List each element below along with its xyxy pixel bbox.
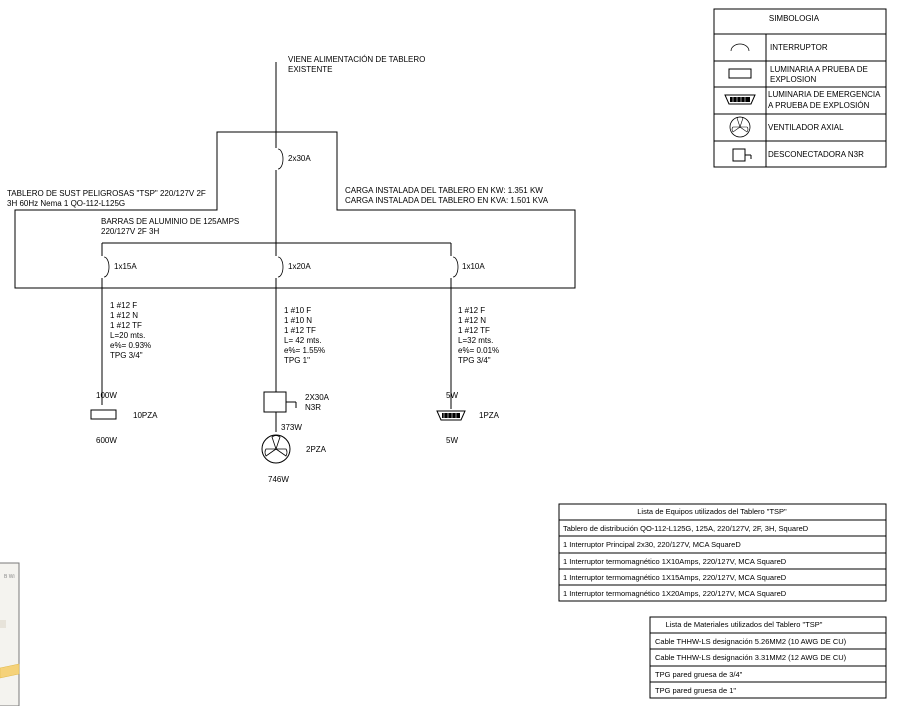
disconnect-icon <box>732 148 752 162</box>
breaker-icon <box>277 256 284 278</box>
legend-label: EXPLOSION <box>770 75 816 84</box>
materials-row: TPG pared gruesa de 3/4" <box>655 670 743 679</box>
circuit-breaker-label: 1x20A <box>288 262 311 271</box>
legend-label: VENTILADOR AXIAL <box>768 123 844 132</box>
svg-text:e%= 0.01%: e%= 0.01% <box>458 346 499 355</box>
breaker-icon <box>103 256 110 278</box>
bus-label: BARRAS DE ALUMINIO DE 125AMPS 220/127V 2… <box>101 217 239 236</box>
svg-text:TPG 3/4": TPG 3/4" <box>110 351 143 360</box>
emergency-luminaire-icon <box>436 410 466 421</box>
circuit-breaker-label: 1x10A <box>462 262 485 271</box>
equipment-row: Tablero de distribución QO-112-L125G, 12… <box>563 524 809 533</box>
svg-text:e%= 0.93%: e%= 0.93% <box>110 341 151 350</box>
fan-icon <box>729 116 751 138</box>
svg-text:L=32 mts.: L=32 mts. <box>458 336 493 345</box>
circuit-breaker-label: 1x15A <box>114 262 137 271</box>
circuit-2: 1x20A 1 #10 F 1 #10 N 1 #12 TF L= 42 mts… <box>261 256 330 484</box>
svg-text:1 #12 TF: 1 #12 TF <box>458 326 490 335</box>
luminaire-icon <box>90 409 117 420</box>
feed-label: VIENE ALIMENTACIÓN DE TABLERO EXISTENTE <box>288 55 425 74</box>
svg-text:3H 60Hz Nema 1 QO-112-L125G: 3H 60Hz Nema 1 QO-112-L125G <box>7 199 125 208</box>
svg-text:TPG 1": TPG 1" <box>284 356 310 365</box>
fan-icon <box>261 434 291 464</box>
svg-text:1 #10 N: 1 #10 N <box>284 316 312 325</box>
svg-text:L= 42 mts.: L= 42 mts. <box>284 336 322 345</box>
breaker-icon <box>730 43 750 52</box>
load-bottom-label: 746W <box>268 475 289 484</box>
materials-row: Cable THHW-LS designación 3.31MM2 (12 AW… <box>655 653 847 662</box>
load-top-label: 5W <box>446 391 458 400</box>
panel-title: TABLERO DE SUST PELIGROSAS "TSP" 220/127… <box>7 189 206 208</box>
equipment-row: 1 Interruptor termomagnético 1X20Amps, 2… <box>563 589 787 598</box>
svg-text:e%= 1.55%: e%= 1.55% <box>284 346 325 355</box>
legend-label: A PRUEBA DE EXPLOSIÓN <box>768 101 870 110</box>
load-top-label: 373W <box>281 423 302 432</box>
equipment-row: 1 Interruptor termomagnético 1X10Amps, 2… <box>563 557 787 566</box>
conductor-specs: 1 #12 F 1 #12 N 1 #12 TF L=32 mts. e%= 0… <box>458 306 499 365</box>
disconnect-icon <box>263 391 297 413</box>
svg-text:CARGA INSTALADA DEL TABLERO EN: CARGA INSTALADA DEL TABLERO EN KVA: 1.50… <box>345 196 549 205</box>
svg-text:BARRAS DE ALUMINIO DE 125AMPS: BARRAS DE ALUMINIO DE 125AMPS <box>101 217 239 226</box>
legend-table: SIMBOLOGIA INTERRUPTOR LUMINARIA A PRUEB… <box>713 8 887 168</box>
svg-text:VIENE ALIMENTACIÓN DE TABLERO: VIENE ALIMENTACIÓN DE TABLERO <box>288 55 425 64</box>
circuit-1: 1x15A 1 #12 F 1 #12 N 1 #12 TF L=20 mts.… <box>90 256 158 445</box>
svg-text:1 #12 F: 1 #12 F <box>110 301 137 310</box>
legend-title: SIMBOLOGIA <box>769 14 820 23</box>
conductor-specs: 1 #12 F 1 #12 N 1 #12 TF L=20 mts. e%= 0… <box>110 301 151 360</box>
svg-text:1 #12 TF: 1 #12 TF <box>110 321 142 330</box>
svg-text:CARGA INSTALADA DEL TABLERO EN: CARGA INSTALADA DEL TABLERO EN KW: 1.351… <box>345 186 543 195</box>
legend-label: INTERRUPTOR <box>770 43 828 52</box>
load-bottom-label: 600W <box>96 436 117 445</box>
equipment-table: Lista de Equipos utilizados del Tablero … <box>558 503 887 602</box>
legend-label: LUMINARIA A PRUEBA DE <box>770 65 868 74</box>
svg-text:1 #12 N: 1 #12 N <box>458 316 486 325</box>
circuit-3: 1x10A 1 #12 F 1 #12 N 1 #12 TF L=32 mts.… <box>436 256 500 445</box>
map-label: B Wi <box>4 574 15 580</box>
materials-row: Cable THHW-LS designación 5.26MM2 (10 AW… <box>655 637 847 646</box>
load-summary: CARGA INSTALADA DEL TABLERO EN KW: 1.351… <box>345 186 549 205</box>
equipment-title: Lista de Equipos utilizados del Tablero … <box>637 507 787 516</box>
quantity-label: 1PZA <box>479 411 500 420</box>
equipment-row: 1 Interruptor termomagnético 1X15Amps, 2… <box>563 573 787 582</box>
svg-text:TABLERO DE SUST PELIGROSAS "TS: TABLERO DE SUST PELIGROSAS "TSP" 220/127… <box>7 189 206 198</box>
svg-text:1 #12 N: 1 #12 N <box>110 311 138 320</box>
map-fragment: B Wi <box>0 562 20 707</box>
luminaire-icon <box>728 68 752 79</box>
main-breaker-enclosure <box>14 131 576 289</box>
disconnect-type: N3R <box>305 403 321 412</box>
materials-row: TPG pared gruesa de 1" <box>655 686 736 695</box>
materials-table: Lista de Materiales utilizados del Table… <box>649 616 887 699</box>
disconnect-rating: 2X30A <box>305 393 330 402</box>
materials-title: Lista de Materiales utilizados del Table… <box>666 620 823 629</box>
legend-label: LUMINARIA DE EMERGENCIA <box>768 90 881 99</box>
load-top-label: 100W <box>96 391 117 400</box>
svg-text:EXISTENTE: EXISTENTE <box>288 65 332 74</box>
quantity-label: 10PZA <box>133 411 158 420</box>
legend-label: DESCONECTADORA N3R <box>768 150 864 159</box>
emergency-luminaire-icon <box>724 94 756 105</box>
main-breaker-icon <box>277 148 284 170</box>
svg-text:220/127V 2F 3H: 220/127V 2F 3H <box>101 227 159 236</box>
load-bottom-label: 5W <box>446 436 458 445</box>
svg-text:1 #10 F: 1 #10 F <box>284 306 311 315</box>
svg-text:1 #12 TF: 1 #12 TF <box>284 326 316 335</box>
conductor-specs: 1 #10 F 1 #10 N 1 #12 TF L= 42 mts. e%= … <box>284 306 325 365</box>
svg-text:1 #12 F: 1 #12 F <box>458 306 485 315</box>
breaker-icon <box>452 256 459 278</box>
quantity-label: 2PZA <box>306 445 327 454</box>
svg-text:L=20 mts.: L=20 mts. <box>110 331 145 340</box>
svg-text:TPG 3/4": TPG 3/4" <box>458 356 491 365</box>
main-breaker-label: 2x30A <box>288 154 311 163</box>
equipment-row: 1 Interruptor Principal 2x30, 220/127V, … <box>563 540 741 549</box>
